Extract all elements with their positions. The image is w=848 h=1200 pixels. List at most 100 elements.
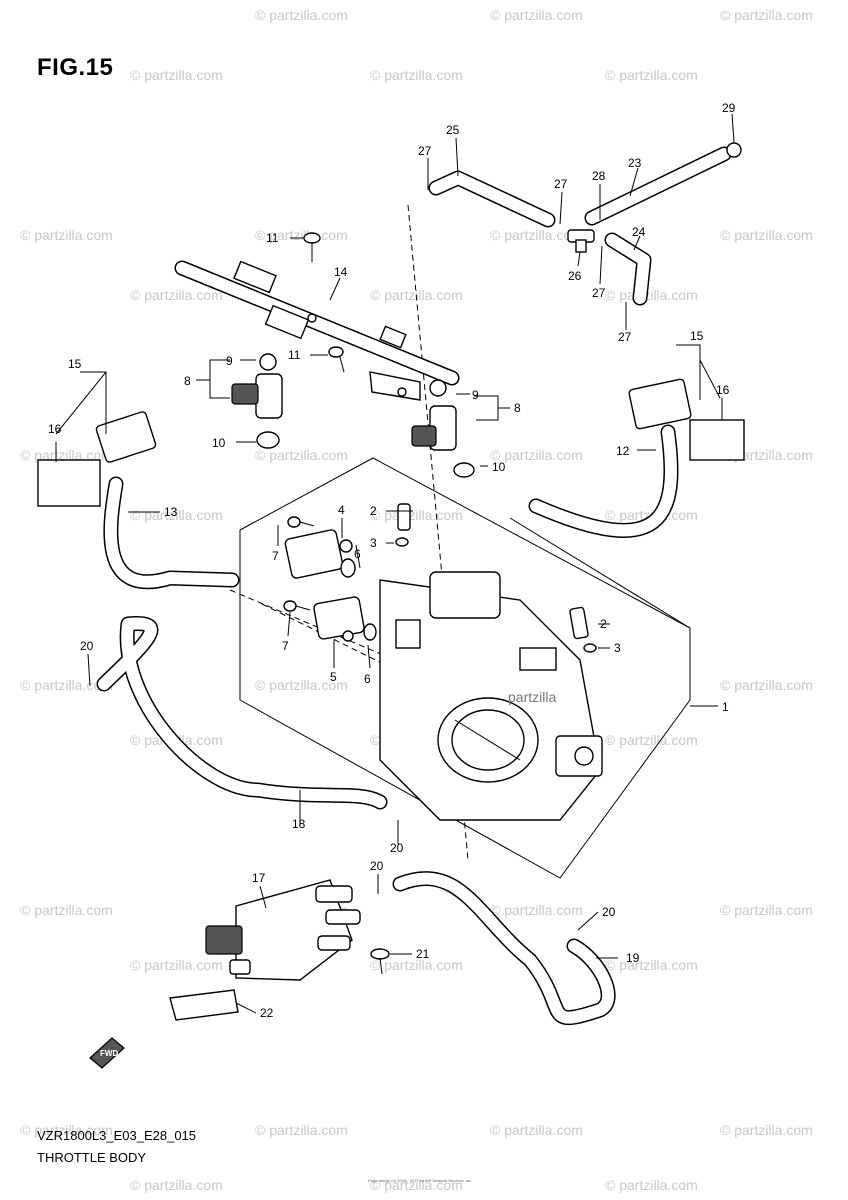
callout-27: 27 [554, 177, 568, 191]
pad-22 [169, 989, 239, 1021]
o-ring-3-lower [583, 643, 597, 653]
watermark-text: © partzilla.com [370, 67, 463, 83]
watermark-text: © partzilla.com [490, 1122, 583, 1138]
fwd-label: FWD [100, 1049, 118, 1058]
sensor-5 [313, 596, 365, 642]
sensor-4 [284, 529, 353, 579]
valve-2-upper [397, 503, 411, 531]
callout-28: 28 [592, 169, 606, 183]
callout-20: 20 [80, 639, 94, 653]
diagram-name: THROTTLE BODY [37, 1150, 147, 1165]
valve-2-lower [569, 606, 589, 640]
throttle-body: partzilla [379, 571, 603, 821]
watermark-layer: © partzilla.com © partzilla.com © partzi… [20, 7, 813, 1193]
hose-19 [392, 871, 616, 1026]
watermark-text: © partzilla.com [20, 227, 113, 243]
hose-24 [604, 232, 652, 306]
callout-7: 7 [282, 639, 289, 653]
callout-6: 6 [364, 672, 371, 686]
watermark-text: © partzilla.com [605, 732, 698, 748]
fuel-injector-left [231, 353, 283, 449]
leader-lines [55, 113, 735, 1014]
callout-5: 5 [330, 670, 337, 684]
callout-2: 2 [370, 504, 377, 518]
callout-27: 27 [592, 286, 606, 300]
callout-21: 21 [416, 947, 430, 961]
watermark-text: © partzilla.com [490, 227, 583, 243]
callout-3: 3 [370, 536, 377, 550]
watermark-text: © partzilla.com [370, 1177, 463, 1193]
watermark-text: © partzilla.com [720, 902, 813, 918]
callout-29: 29 [722, 101, 736, 115]
callout-10: 10 [492, 460, 506, 474]
bolt-11-upper [303, 232, 321, 262]
forward-arrow: FWD [89, 1037, 125, 1069]
clamp-29 [726, 142, 742, 158]
callout-20: 20 [370, 859, 384, 873]
watermark-text: © partzilla.com [130, 287, 223, 303]
callout-15: 15 [690, 329, 704, 343]
callout-13: 13 [164, 505, 178, 519]
callout-1: 1 [722, 700, 729, 714]
watermark-text: © partzilla.com [130, 67, 223, 83]
watermark-text: © partzilla.com [605, 287, 698, 303]
watermark-text: © partzilla.com [605, 957, 698, 973]
fuel-injector-right [411, 379, 475, 478]
callout-16: 16 [716, 383, 730, 397]
screw-7-upper [287, 516, 315, 528]
watermark-text: © partzilla.com [130, 957, 223, 973]
pressure-sensor-right [628, 378, 745, 461]
callout-20: 20 [602, 905, 616, 919]
o-ring-3-upper [395, 537, 409, 547]
callout-25: 25 [446, 123, 460, 137]
watermark-text: © partzilla.com [490, 447, 583, 463]
overlay-watermark: partzilla [508, 689, 556, 705]
hose-18 [96, 616, 388, 810]
callout-7: 7 [272, 549, 279, 563]
watermark-text: © partzilla.com [20, 447, 113, 463]
screw-7-lower [283, 600, 311, 612]
callout-9: 9 [226, 354, 233, 368]
o-ring-6-lower [363, 623, 377, 641]
callout-27: 27 [418, 144, 432, 158]
watermark-text: © partzilla.com [605, 1177, 698, 1193]
hose-12 [528, 424, 679, 538]
callout-15: 15 [68, 357, 82, 371]
callout-8: 8 [514, 401, 521, 415]
watermark-text: © partzilla.com [130, 1177, 223, 1193]
callout-24: 24 [632, 225, 646, 239]
watermark-text: © partzilla.com [490, 902, 583, 918]
callout-19: 19 [626, 951, 640, 965]
callout-12: 12 [616, 444, 630, 458]
callout-labels: 1 2 2 3 3 4 5 6 6 7 7 8 8 9 9 10 10 11 1… [48, 101, 736, 1020]
callout-4: 4 [338, 503, 345, 517]
callout-3: 3 [614, 641, 621, 655]
diagram-code: VZR1800L3_E03_E28_015 [37, 1128, 197, 1143]
hose-13 [103, 476, 240, 590]
watermark-text: © partzilla.com [20, 1122, 113, 1138]
footer-note: Page design (c) 2004 - 2017 by ARI Netwo… [368, 1178, 472, 1183]
callout-26: 26 [568, 269, 582, 283]
watermark-text: © partzilla.com [720, 227, 813, 243]
watermark-text: © partzilla.com [20, 902, 113, 918]
callout-27: 27 [618, 330, 632, 344]
watermark-text: © partzilla.com [130, 507, 223, 523]
watermark-text: © partzilla.com [490, 7, 583, 23]
callout-11: 11 [266, 231, 279, 245]
assembly-frame [229, 204, 691, 879]
callout-23: 23 [628, 156, 642, 170]
callout-10: 10 [212, 436, 226, 450]
pressure-sensor-left [37, 411, 157, 507]
watermark-text: © partzilla.com [370, 507, 463, 523]
watermark-text: © partzilla.com [255, 677, 348, 693]
watermark-text: © partzilla.com [370, 957, 463, 973]
hose-23 [584, 146, 732, 226]
watermark-text: © partzilla.com [720, 7, 813, 23]
callout-11: 11 [288, 348, 301, 362]
watermark-text: © partzilla.com [605, 67, 698, 83]
callout-9: 9 [472, 388, 479, 402]
watermark-text: © partzilla.com [720, 677, 813, 693]
callout-14: 14 [334, 265, 348, 279]
fuel-delivery-pipe [174, 260, 460, 401]
